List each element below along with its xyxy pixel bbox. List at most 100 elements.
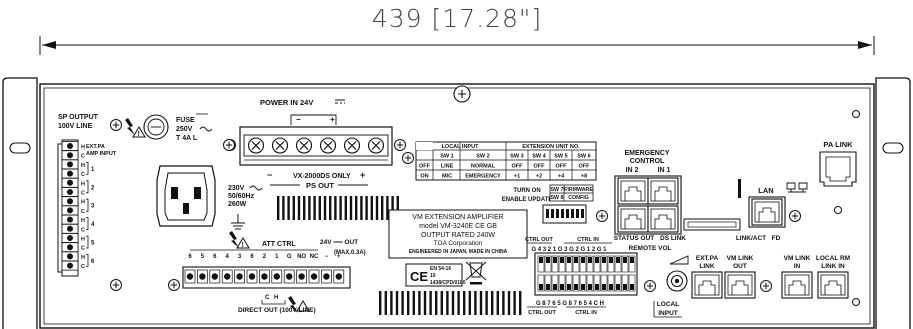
ctrl-terminal-slot xyxy=(607,255,615,273)
emergency-control: EMERGENCY CONTROL IN 2 IN 1 STATUS OUT D… xyxy=(614,150,687,252)
sp-output-terminal xyxy=(61,242,79,253)
dip-cell: OFF xyxy=(556,164,568,170)
vent-slot xyxy=(457,291,460,315)
dip-switch-lever[interactable] xyxy=(551,209,554,218)
rj45-port-lan xyxy=(751,198,783,226)
vent-slot xyxy=(381,196,384,220)
rj45-port-local-rm-link-in xyxy=(817,271,849,299)
screw-icon xyxy=(110,119,122,131)
sp-channel-bracket xyxy=(86,162,89,175)
ctrl-out-top-label: CTRL OUT xyxy=(525,237,553,243)
att-terminal-number: G xyxy=(287,254,292,260)
ctrl-terminal-slot xyxy=(565,255,573,273)
ctrl-in-top-label: CTRL IN xyxy=(577,237,599,243)
turn-on-label: TURN ON xyxy=(513,188,540,194)
fuse-label: FUSE xyxy=(176,117,195,124)
vent-slot xyxy=(344,196,347,220)
dimension-label: 439 [17.28"] xyxy=(372,4,542,33)
dip-sw-header: SW 1 xyxy=(440,154,453,160)
ctrl-terminal-contact xyxy=(574,257,578,263)
emergency-subtitle: CONTROL xyxy=(630,158,665,165)
direct-out-h: H xyxy=(274,295,278,301)
vent-slot xyxy=(297,196,301,220)
att-terminal-number: 1 xyxy=(275,254,279,260)
vent-slot xyxy=(435,291,438,315)
rj45-port-in1 xyxy=(647,177,679,205)
cert-line2: 10 xyxy=(430,273,436,279)
ctrl-terminal-contact xyxy=(546,284,550,290)
dip-switch-lever[interactable] xyxy=(576,209,579,218)
att-terminal-number: 3 xyxy=(238,254,242,260)
sp-terminal-mark: H xyxy=(81,255,85,261)
ctrl-terminal-contact xyxy=(595,257,599,263)
lan-label: LAN xyxy=(758,186,773,195)
screw-icon xyxy=(402,152,414,164)
ac-wave-icon xyxy=(199,126,213,132)
sp-output-terminal xyxy=(61,150,79,161)
vm-link-out-label-1: VM LINK xyxy=(727,255,754,262)
att-terminal-number: 6 xyxy=(250,254,254,260)
sp-terminal-mark: H xyxy=(81,181,85,187)
ac-inlet: 230V 50/60Hz 260W xyxy=(156,165,263,230)
ctrl-terminal-contact xyxy=(595,284,599,290)
vent-slot xyxy=(303,196,306,220)
sp-output-terminal xyxy=(61,223,79,234)
power-terminal-screw-cross xyxy=(323,141,333,150)
ac-frequency: 50/60Hz xyxy=(228,193,255,200)
volume-ramp-icon xyxy=(669,255,689,265)
local-input-label-1: LOCAL xyxy=(657,301,679,308)
dip-switch-bank[interactable] xyxy=(542,204,587,224)
dip-switch-lever[interactable] xyxy=(571,209,574,218)
att-terminal-screw xyxy=(224,273,231,280)
dip-switch-lever[interactable] xyxy=(566,209,569,218)
config-label: CONFIG xyxy=(568,195,589,201)
emergency-in1: IN 1 xyxy=(658,167,671,174)
rack-slot-right xyxy=(882,142,904,154)
ctrl-terminal-slot xyxy=(537,274,545,292)
certification-block: CE EN 54-16 10 1438/CPD/0180 xyxy=(405,261,487,287)
dip-switch-lever[interactable] xyxy=(556,209,559,218)
dip-switch-lever[interactable] xyxy=(546,209,549,218)
screw-icon xyxy=(110,279,122,291)
ctrl-terminal-contact xyxy=(581,284,585,290)
vent-slot xyxy=(507,291,511,315)
rack-slot-left xyxy=(9,142,31,154)
ctrl-terminal-contact xyxy=(539,257,543,263)
vent-slot xyxy=(349,196,353,220)
vent-slot xyxy=(287,196,290,220)
rj45-port-vm-link-in xyxy=(781,271,813,299)
dip-switch-lever[interactable] xyxy=(581,209,584,218)
ctrl-terminal-slot xyxy=(579,255,587,273)
screw-icon xyxy=(596,210,608,222)
ctrl-terminal-contact xyxy=(574,284,578,290)
sp-channel-number: 2 xyxy=(91,185,95,191)
power-plus-mark: + xyxy=(330,115,335,124)
rj45-port-status-out xyxy=(617,205,649,233)
ctrl-terminal-contact xyxy=(616,284,620,290)
att-terminal-number: 4 xyxy=(226,254,230,260)
ctrl-terminal-slot xyxy=(621,274,629,292)
ext-pa-link-label-2: LINK xyxy=(699,263,714,270)
warning-triangle-icon xyxy=(236,237,250,249)
ctrl-terminal-slot xyxy=(600,255,608,273)
dip-sw-header: SW 5 xyxy=(554,154,567,160)
sp-channel-number: 1 xyxy=(91,167,95,173)
fuse-section: FUSE 250V T 4A L xyxy=(143,113,213,142)
vent-slot xyxy=(395,291,399,315)
ac-wattage: 260W xyxy=(228,201,247,208)
ctrl-terminal-contact xyxy=(567,284,571,290)
sp-output-terminal xyxy=(61,205,79,216)
att-terminal-number: 6 xyxy=(213,254,217,260)
ctrl-terminal-slot xyxy=(579,274,587,292)
ctrl-terminal-contact xyxy=(588,284,592,290)
ctrl-terminal-contact xyxy=(630,257,634,263)
vent-slot xyxy=(365,196,368,220)
sp-terminal-mark: H xyxy=(81,237,85,243)
vent-slot xyxy=(496,291,499,315)
vent-slot xyxy=(491,291,494,315)
fuse-rating: 250V xyxy=(176,126,193,133)
sp-channel-number: 3 xyxy=(91,204,95,210)
dip-switch-lever[interactable] xyxy=(561,209,564,218)
dip-row-state: ON xyxy=(420,174,428,180)
ctrl-terminal-slot xyxy=(551,274,559,292)
